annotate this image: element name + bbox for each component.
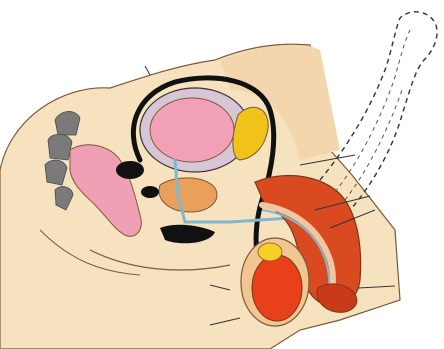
epididymis: [258, 243, 282, 261]
testis: [252, 255, 302, 321]
bladder: [150, 98, 234, 162]
